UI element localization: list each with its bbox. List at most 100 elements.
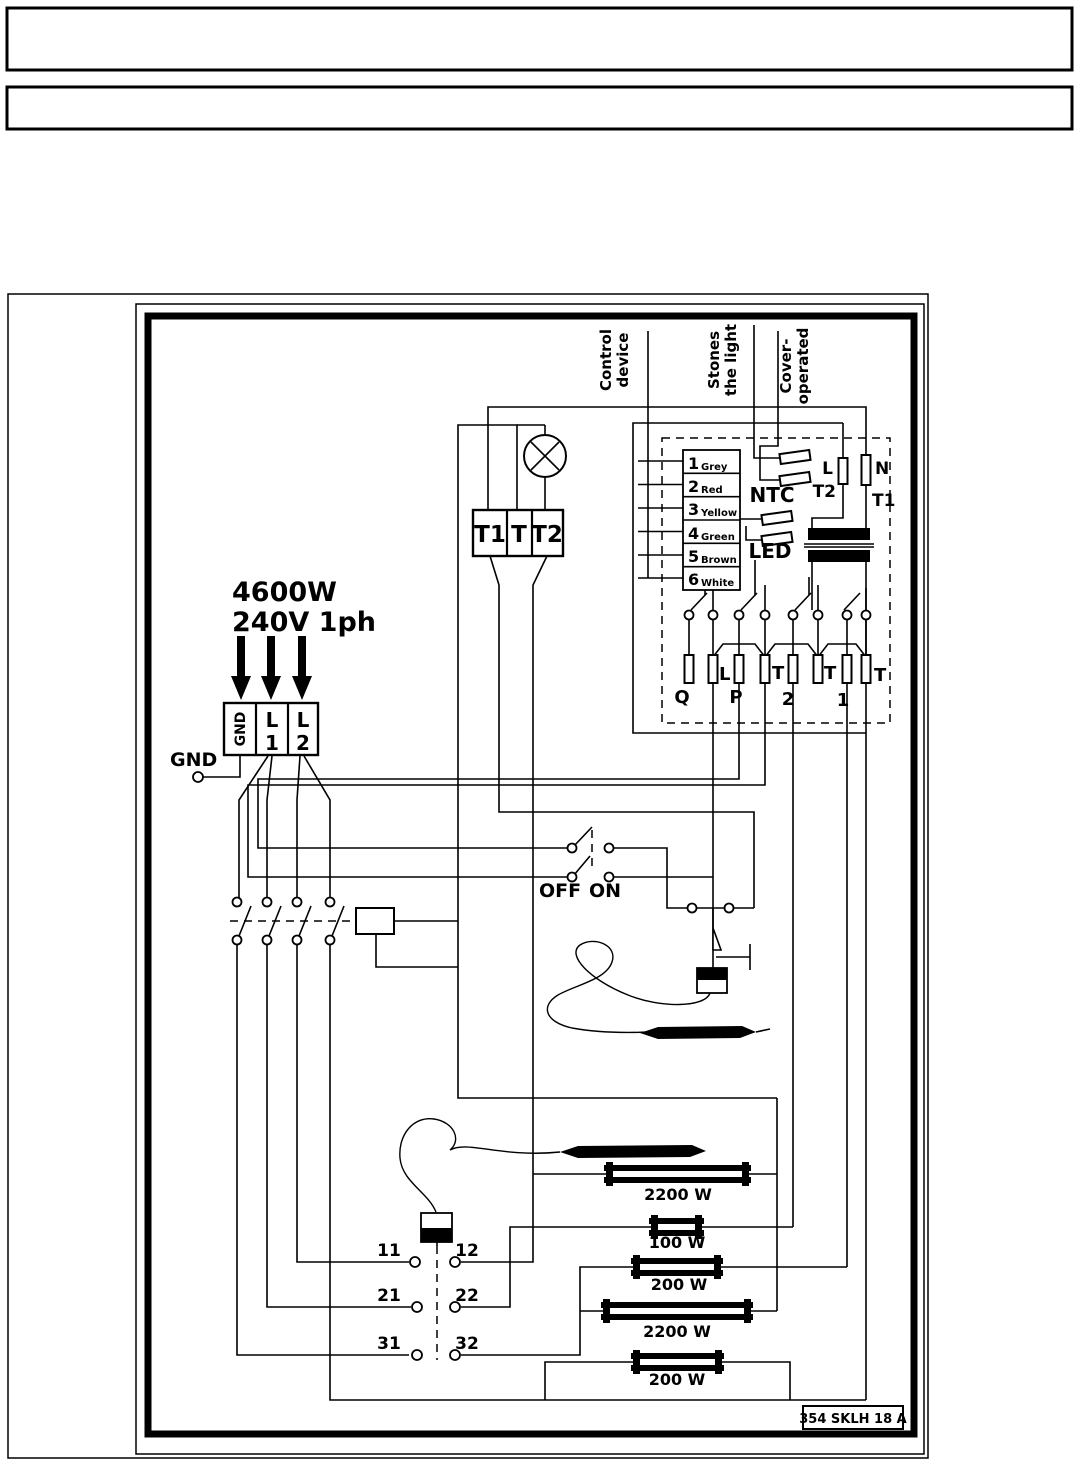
contact-label-21: 21 (377, 1286, 401, 1306)
gnd-label: GND (170, 749, 217, 771)
trunk-P-to-off (257, 683, 740, 849)
wire-stones (753, 325, 780, 459)
wire6-color: White (701, 578, 734, 589)
trunk-2-to-heater (708, 683, 794, 1228)
wire3-color: Yellow (700, 508, 737, 519)
diagram-frames (7, 293, 929, 1459)
heating-elements: 2200 W 100 W 200 W 2200 W 200 W (597, 1162, 757, 1389)
connector-stubs (638, 460, 683, 579)
wire3-num: 3 (688, 500, 699, 519)
contact-label-11: 11 (377, 1241, 401, 1261)
wire5-color: Brown (701, 555, 737, 566)
limiter-contacts (409, 1256, 461, 1361)
fuse-t1-label: T1 (872, 491, 895, 511)
input-l2-number: 2 (296, 731, 310, 755)
ntc-label: NTC (749, 483, 794, 507)
pin-label-1: 1 (837, 690, 850, 711)
heater-1: 2200 W (600, 1162, 755, 1204)
wire2-num: 2 (688, 477, 699, 496)
fuse-l-t2 (837, 457, 849, 485)
heater-4-label: 2200 W (643, 1322, 711, 1341)
pin-label-t-b: T (824, 663, 837, 684)
part-number-box (802, 1405, 904, 1430)
supply-input: 4600W 240V 1ph GND L 1 L 2 GND (170, 577, 376, 783)
t-block-label-t2: T2 (531, 522, 563, 548)
contactor-feeds (238, 755, 331, 898)
contactor-descenders (236, 944, 866, 1401)
label-cover-operated-1: Cover- (777, 339, 795, 394)
pin-links (688, 620, 867, 655)
header-box-1 (5, 6, 1074, 72)
header-box-2 (5, 85, 1074, 131)
wire-t1-thermostat (489, 555, 755, 908)
ntc-led: NTC LED (748, 448, 812, 563)
control-switch-row: Q L P T 2 T 1 T (674, 609, 887, 711)
contact-label-31: 31 (377, 1334, 401, 1354)
contact-label-22: 22 (455, 1286, 479, 1306)
thick-frame (144, 312, 918, 1438)
pin-label-p: P (729, 687, 742, 708)
t-block-label-t: T (511, 522, 527, 548)
transformer-icon (804, 528, 874, 562)
heater-1-label: 2200 W (644, 1185, 712, 1204)
fuse-t2-label: T2 (813, 482, 836, 502)
offon-blades (573, 826, 593, 876)
wire-on-upper (609, 847, 754, 909)
wire-l-fuse-bottom (811, 484, 844, 528)
contact-label-12: 12 (455, 1241, 479, 1261)
overheat-limiter: 11 12 21 22 31 32 (377, 1118, 706, 1361)
part-number-text: 354 SKLH 18 A (799, 1412, 906, 1427)
pin-label-t-c: T (874, 665, 887, 686)
heater-2: 100 W (645, 1215, 708, 1252)
ntc-spade-2 (778, 470, 812, 488)
capillary-tube-1 (546, 940, 711, 1034)
wire5-num: 5 (688, 547, 699, 566)
switch-feeds (712, 585, 867, 610)
pin-label-l: L (719, 664, 730, 685)
input-l1-letter: L (266, 708, 279, 732)
heater-5-label: 200 W (649, 1370, 706, 1389)
off-label: OFF (539, 880, 581, 902)
wire-row2-heater2 (461, 1226, 645, 1308)
fuse-l-label: L (822, 459, 833, 479)
label-stones-light-1: Stones (705, 331, 723, 389)
connector-block: 1 2 3 4 5 6 Grey Red Yellow Green Brown … (682, 449, 741, 591)
wire4-color: Green (701, 532, 735, 543)
input-l1-number: 1 (265, 731, 279, 755)
label-control-device-1: Control (597, 329, 615, 391)
capillary-tube-2 (399, 1118, 561, 1213)
header (5, 6, 1074, 131)
led-spade-2 (760, 530, 794, 548)
heater-4: 2200 W (597, 1299, 757, 1341)
contactor-coil (355, 907, 395, 935)
fuse-n-t1 (860, 454, 872, 486)
heater-3: 200 W (627, 1255, 727, 1294)
part-number: 354 SKLH 18 A (799, 1405, 907, 1430)
t-terminal-block: T1 T T2 (471, 508, 565, 558)
heater-2-label: 100 W (649, 1233, 706, 1252)
wire-t-trunk (457, 424, 777, 1099)
contact-label-32: 32 (455, 1334, 479, 1354)
thermostat (546, 902, 771, 1039)
power-rating: 4600W (232, 577, 337, 608)
fuses-transformer: L T2 N T1 (804, 454, 895, 562)
ntc-spade-1 (778, 448, 812, 466)
input-l2-letter: L (297, 708, 310, 732)
wire-top-bus (487, 406, 867, 510)
pin-label-t-a: T (772, 663, 785, 684)
fuse-n-label: N (875, 459, 889, 479)
off-on-switch: OFF ON (539, 842, 621, 902)
voltage-rating: 240V 1ph (232, 607, 376, 638)
sensor-bulb-2 (560, 1145, 706, 1158)
wire6-num: 6 (688, 570, 699, 589)
pin-bridges (712, 643, 867, 658)
heater-5: 200 W (627, 1350, 728, 1389)
input-terminal-block (222, 701, 320, 757)
led-label: LED (748, 539, 791, 563)
wire4-num: 4 (688, 524, 699, 543)
pin-label-q: Q (674, 687, 689, 708)
label-cover-operated-2: operated (794, 328, 812, 405)
wire1-num: 1 (688, 454, 699, 473)
control-box-outline (632, 422, 866, 734)
